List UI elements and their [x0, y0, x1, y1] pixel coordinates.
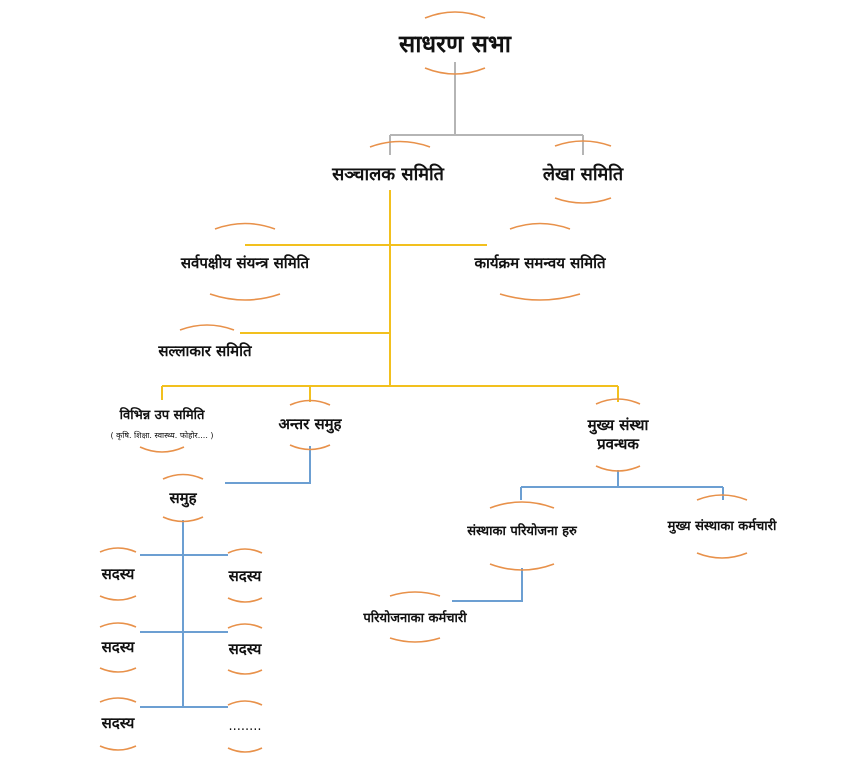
node-arc [696, 552, 748, 559]
node-arc [179, 324, 235, 331]
node-arc [595, 398, 641, 405]
node-arc [99, 595, 137, 601]
node-arc [289, 399, 331, 406]
node-arc [227, 669, 263, 675]
node-member: सदस्य [228, 567, 263, 585]
connector-yellow [161, 190, 619, 402]
node-member: सदस्य [228, 640, 263, 658]
node-more-members: ........ [228, 719, 261, 734]
node-member: सदस्य [101, 714, 136, 732]
node-arc [227, 700, 263, 706]
node-group: समुह [168, 489, 197, 508]
node-org-projects: संस्थाका परियोजना हरु [466, 523, 578, 539]
node-member: सदस्य [101, 638, 136, 656]
node-arc [99, 547, 137, 553]
connector-gray [389, 62, 584, 155]
node-arc [227, 623, 263, 629]
node-arc [99, 667, 137, 673]
node-arc [595, 465, 641, 472]
node-arc [99, 622, 137, 628]
node-arc [289, 444, 331, 451]
node-chief-manager-line2: प्रवन्धक [596, 435, 640, 453]
node-sub-committees: विभिन्न उप समिति [119, 407, 205, 423]
node-arc [489, 501, 555, 509]
connector-blue-org [452, 470, 724, 602]
node-general-assembly: साधरण सभा [398, 30, 512, 58]
node-arc [554, 197, 612, 204]
connector-blue-group [140, 446, 311, 708]
node-audit-committee: लेखा समिति [542, 163, 624, 185]
node-arc [424, 67, 486, 75]
node-arc [162, 516, 204, 523]
node-arc [489, 563, 555, 571]
node-arc [227, 548, 263, 554]
node-project-staff: परियोजनाका कर्मचारी [362, 610, 467, 626]
node-board-committee: सञ्चालक समिति [331, 163, 445, 185]
node-org-staff: मुख्य संस्थाका कर्मचारी [667, 518, 777, 534]
node-arc [209, 293, 281, 301]
node-arc [424, 11, 486, 19]
node-all-party-committee: सर्वपक्षीय संयन्त्र समिति [180, 254, 311, 272]
node-arc [554, 140, 612, 147]
connectors [140, 62, 724, 708]
node-member: सदस्य [101, 565, 136, 583]
node-arc [389, 637, 441, 643]
node-arc [509, 222, 571, 230]
node-arc [99, 697, 137, 703]
node-arc [499, 293, 581, 301]
node-program-coordination-committee: कार्यक्रम समन्वय समिति [473, 254, 607, 272]
node-arc [696, 494, 748, 501]
node-arc [227, 747, 263, 753]
node-arc [139, 446, 185, 453]
node-sub-committees-note: ( कृषि. शिक्षा. स्वास्थ्य. फोहोर.... ) [110, 430, 213, 441]
node-arc [162, 473, 204, 480]
node-arc [214, 222, 276, 230]
node-arc [227, 597, 263, 603]
node-inter-group: अन्तर समुह [278, 415, 342, 434]
node-advisory-committee: सल्लाकार समिति [157, 342, 253, 360]
node-arc [369, 140, 431, 148]
node-arcs [99, 11, 748, 753]
node-arc [389, 591, 441, 597]
node-chief-manager-line1: मुख्य संस्था [587, 416, 650, 435]
node-arc [99, 745, 137, 751]
